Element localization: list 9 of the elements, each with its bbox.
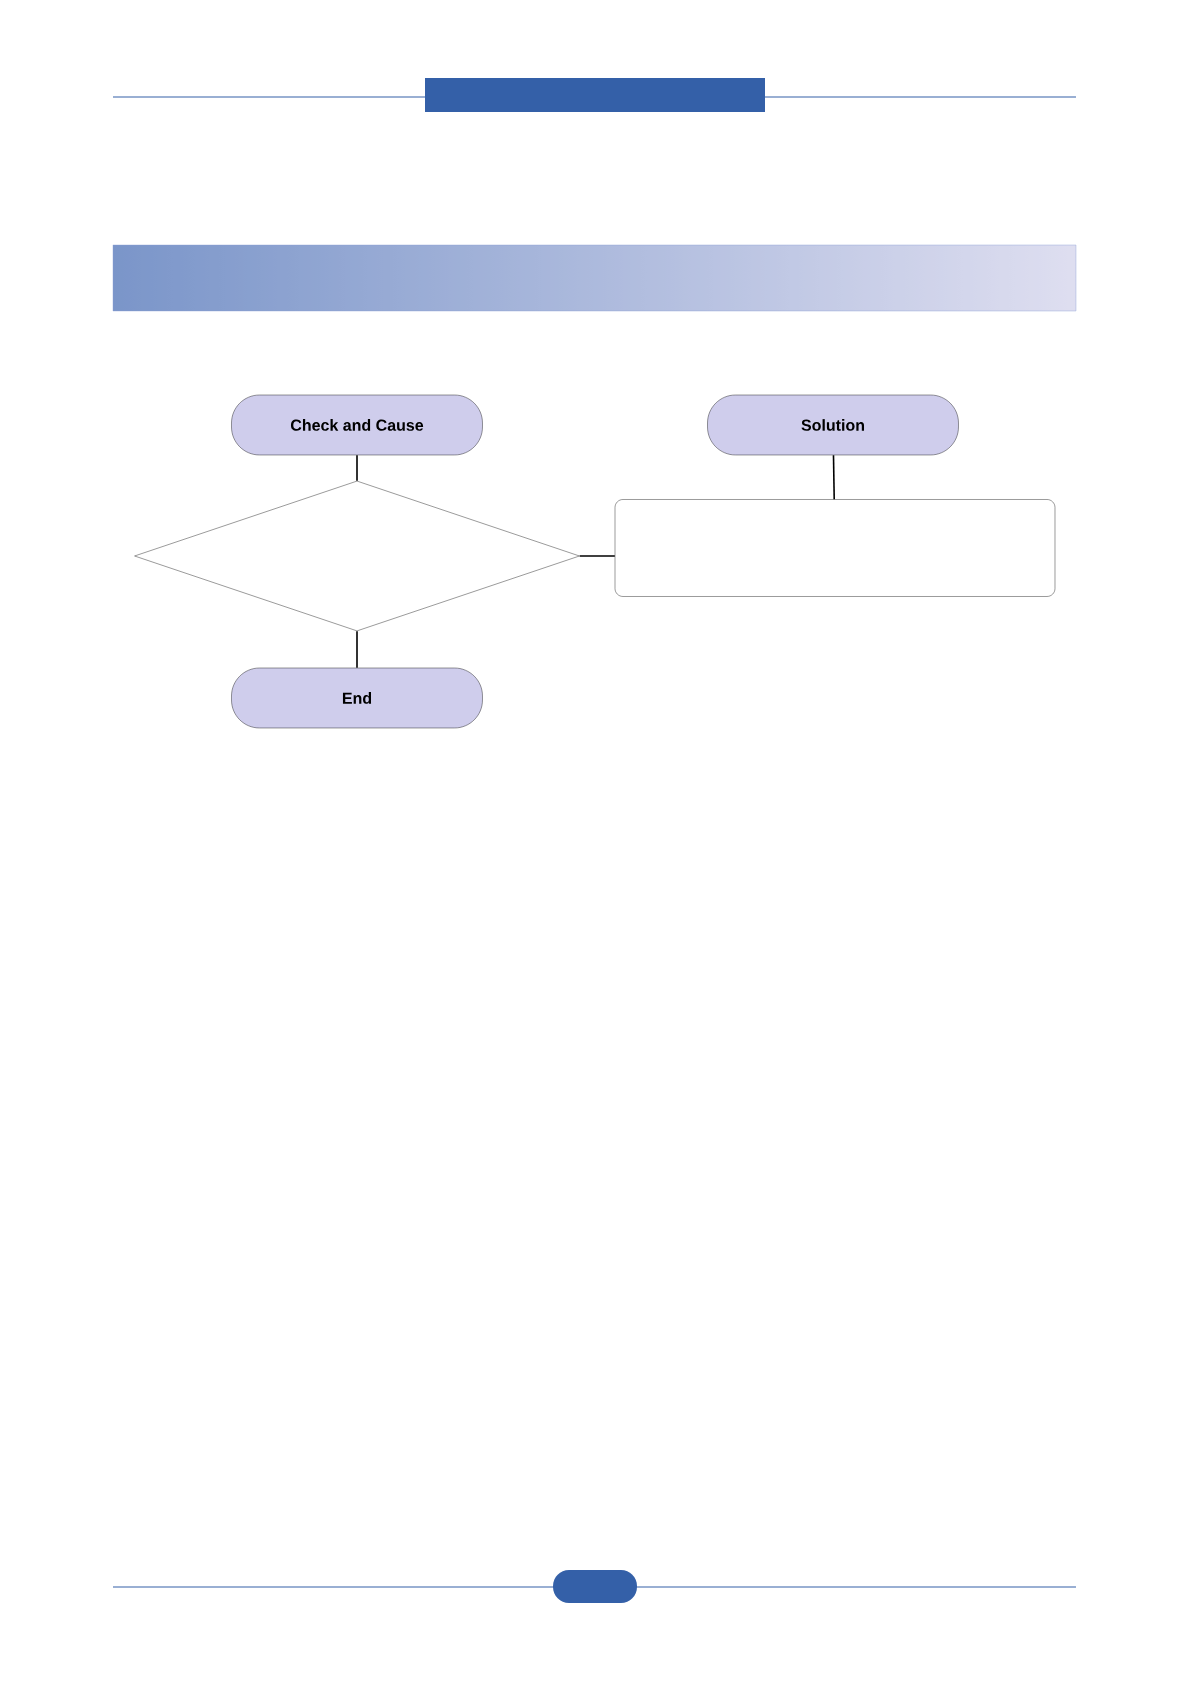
rounded-box (614, 499, 1056, 597)
diamond-shape (134, 480, 580, 632)
connector-line (578, 555, 616, 557)
connector-line (356, 630, 358, 669)
terminal-box: End (231, 667, 483, 729)
terminal-box: Solution (707, 394, 959, 456)
connector-line (356, 454, 358, 482)
connector-line (832, 454, 835, 501)
terminal-box: Check and Cause (231, 394, 483, 456)
